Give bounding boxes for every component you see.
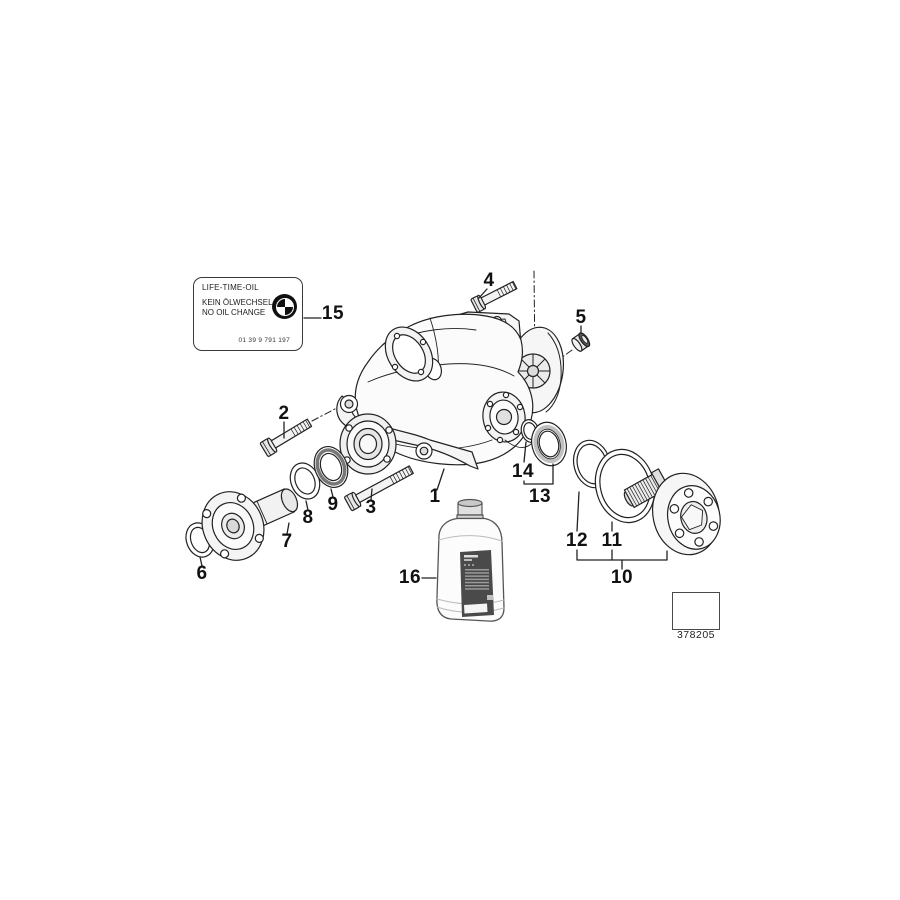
lifetime-oil-label-plate: LIFE-TIME-OIL KEIN ÖLWECHSEL NO OIL CHAN…	[193, 277, 303, 351]
bmw-roundel-icon	[272, 294, 297, 319]
part-3-bolt	[344, 465, 414, 512]
callout-13: 13	[528, 486, 552, 507]
plate-text-de: KEIN ÖLWECHSEL	[202, 298, 273, 307]
plate-text-en: NO OIL CHANGE	[202, 308, 266, 317]
stamp-box	[672, 592, 720, 630]
leader-lines	[199, 288, 668, 579]
callout-8: 8	[302, 507, 314, 528]
part-7-drive-flange	[201, 488, 299, 561]
callout-5: 5	[575, 307, 587, 328]
differential-housing	[336, 311, 564, 475]
part-13-bearing	[531, 421, 567, 467]
callout-12: 12	[565, 530, 589, 551]
part-4-bolt	[470, 280, 518, 313]
callout-6: 6	[196, 563, 208, 584]
callout-4: 4	[483, 270, 495, 291]
callout-3: 3	[365, 497, 377, 518]
callout-7: 7	[281, 531, 293, 552]
plate-part-number: 01 39 9 791 197	[238, 337, 290, 344]
part-9-bearing	[313, 446, 349, 488]
callout-2: 2	[278, 403, 290, 424]
callout-9: 9	[327, 494, 339, 515]
callout-11: 11	[601, 530, 623, 551]
callout-16: 16	[398, 567, 422, 588]
bottle-label	[460, 550, 494, 617]
part-16-oil-bottle	[436, 498, 505, 622]
part-10-output-flange	[623, 468, 721, 556]
callout-15: 15	[321, 303, 345, 324]
part-2-bolt	[259, 418, 313, 457]
part-5-nut	[571, 332, 591, 352]
callout-14: 14	[511, 461, 535, 482]
callout-1: 1	[429, 486, 441, 507]
callout-10: 10	[610, 567, 634, 588]
part-8-ring	[289, 462, 321, 500]
diagram-code: 378205	[676, 629, 716, 641]
plate-title: LIFE-TIME-OIL	[202, 283, 259, 292]
